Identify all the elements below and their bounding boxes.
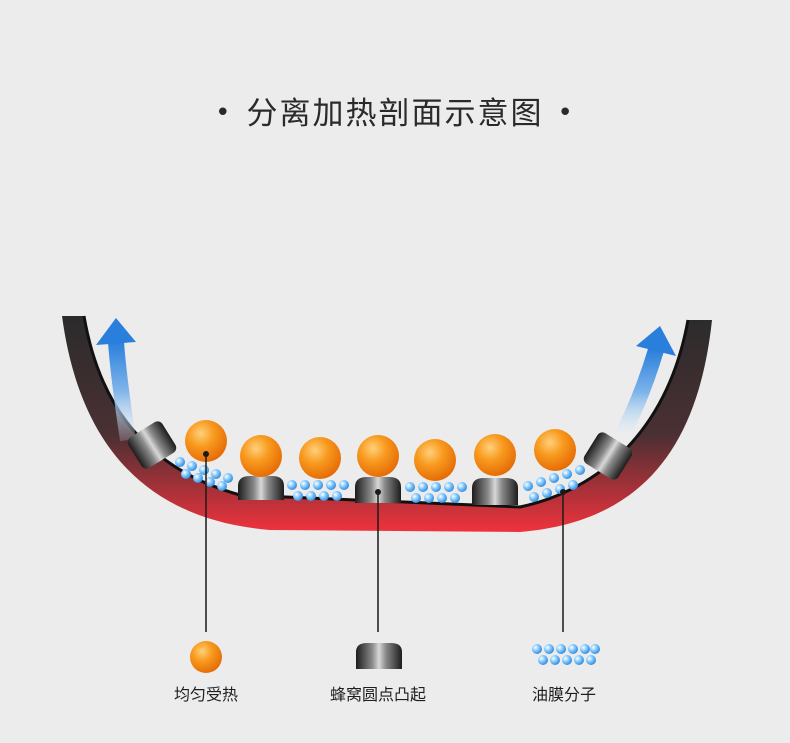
honeycomb-bump (238, 476, 284, 500)
heat-flow-arrow-left (96, 318, 136, 442)
food-ball (474, 434, 516, 476)
honeycomb-bump-icon (356, 643, 402, 669)
page-title: • 分离加热剖面示意图 • (0, 88, 790, 133)
food-ball (534, 429, 576, 471)
food-ball (414, 439, 456, 481)
food-ball (299, 437, 341, 479)
legend-label-bump: 蜂窝圆点凸起 (329, 685, 426, 704)
side-bump-right (583, 432, 633, 480)
legend-label-oil: 油膜分子 (531, 685, 596, 704)
food-balls (185, 420, 576, 481)
food-ball (357, 435, 399, 477)
food-ball (185, 420, 227, 462)
side-bump-left (127, 421, 177, 469)
leader-dot-oil (560, 489, 566, 495)
food-ball (240, 435, 282, 477)
leader-dot-ball (203, 451, 209, 457)
title-dot-left: • (215, 98, 233, 128)
heat-flow-arrow-right (614, 326, 676, 440)
orange-ball-icon (190, 641, 222, 673)
title-dot-right: • (557, 98, 575, 128)
title-text: 分离加热剖面示意图 (246, 96, 544, 132)
oil-film-molecules-icon (532, 644, 600, 665)
legend-label-ball: 均匀受热 (173, 685, 238, 704)
honeycomb-bump (472, 478, 518, 505)
leader-lines (205, 454, 564, 632)
leader-dot-bump (375, 489, 381, 495)
